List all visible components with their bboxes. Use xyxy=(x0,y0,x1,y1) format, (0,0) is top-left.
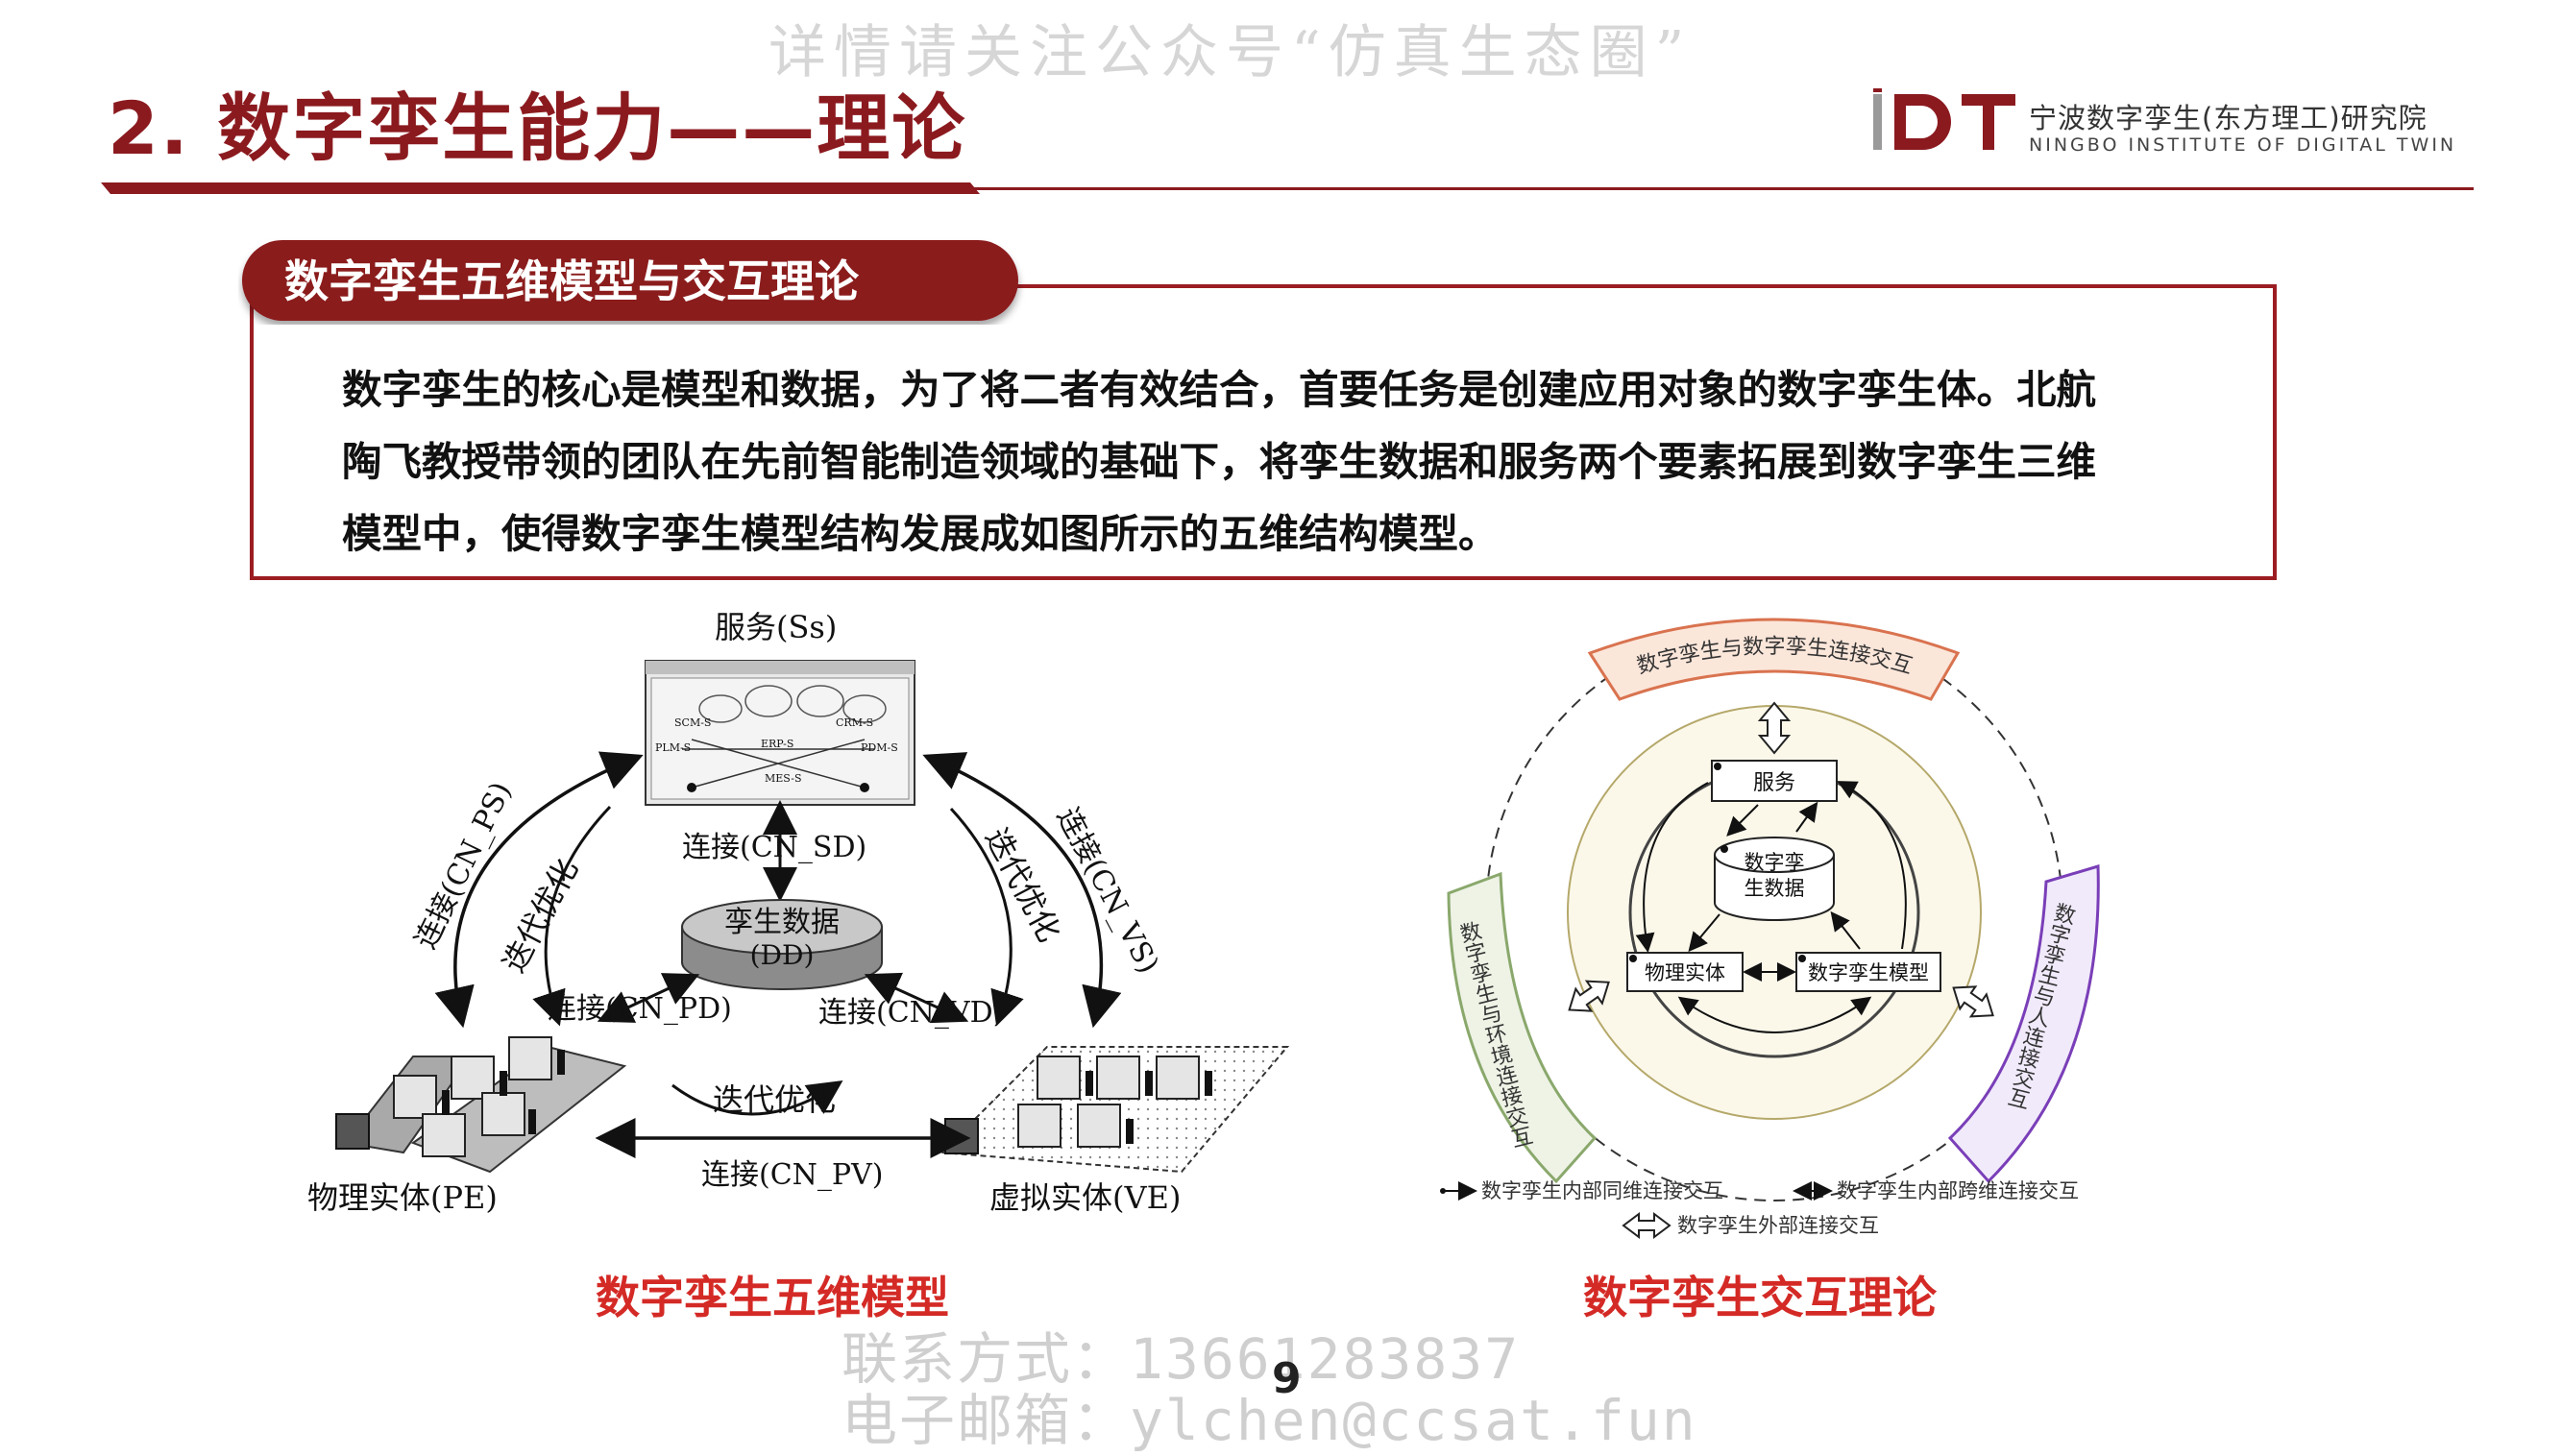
interaction-theory-diagram: 数字孪生与数字孪生连接交互 数字孪生与环境连接交互 数字孪生与人连接交互 服务 … xyxy=(1440,618,2100,1239)
header-rule xyxy=(970,187,2474,190)
intro-paragraph: 数字孪生的核心是模型和数据，为了将二者有效结合，首要任务是创建应用对象的数字孪生… xyxy=(342,353,2254,570)
contact-phone: 联系方式：13661283837 xyxy=(842,1326,1521,1392)
legend-external: 数字孪生外部连接交互 xyxy=(1677,1214,1879,1237)
service-label: 服务(Ss) xyxy=(715,609,837,645)
idt-logo-icon xyxy=(1873,88,2015,150)
screen-label: MES-S xyxy=(765,772,801,785)
interaction-theory-caption: 数字孪生交互理论 xyxy=(1583,1272,1937,1323)
screen-label: CRM-S xyxy=(836,716,873,729)
iter-bottom-label: 迭代优化 xyxy=(713,1081,836,1118)
service-screen: SCM-S CRM-S PLM-S ERP-S PDM-S MES-S xyxy=(645,660,915,806)
watermark-top: 详情请关注公众号“仿真生态圈” xyxy=(769,19,1693,86)
paragraph-line: 陶飞教授带领的团队在先前智能制造领域的基础下，将孪生数据和服务两个要素拓展到数字… xyxy=(342,438,2097,485)
legend-cross: 数字孪生内部跨维连接交互 xyxy=(1837,1179,2079,1202)
twin-data-cylinder: 孪生数据 (DD) xyxy=(681,899,883,990)
model-box-label: 数字孪生模型 xyxy=(1808,961,1929,984)
cn-sd-label: 连接(CN_SD) xyxy=(682,831,866,864)
virtual-entity-platform xyxy=(939,1046,1290,1174)
section-heading-pill xyxy=(242,240,1018,321)
service-box-label: 服务 xyxy=(1753,771,1795,795)
paragraph-line: 数字孪生的核心是模型和数据，为了将二者有效结合，首要任务是创建应用对象的数字孪生… xyxy=(342,366,2097,413)
cn-pv-label: 连接(CN_PV) xyxy=(701,1158,883,1192)
cn-vs-label: 连接(CN_VS) xyxy=(1050,802,1165,979)
screen-label: SCM-S xyxy=(674,716,711,729)
pe-label: 物理实体(PE) xyxy=(307,1179,498,1216)
section-heading: 数字孪生五维模型与交互理论 xyxy=(284,255,859,307)
center-data-cylinder: 数字孪 生数据 xyxy=(1714,837,1835,921)
legend-hollow-arrow-icon xyxy=(1622,1212,1671,1239)
five-dim-model-diagram: 服务(Ss) SCM-S CRM-S PLM-S ERP-S PDM-S MES… xyxy=(307,609,1290,1216)
service-box xyxy=(1711,760,1838,802)
model-box xyxy=(1795,952,1941,992)
page-number: 9 xyxy=(1272,1354,1302,1403)
contact-email: 电子邮箱：ylchen@ccsat.fun xyxy=(842,1388,1697,1453)
title-underline xyxy=(101,182,980,194)
screen-label: PDM-S xyxy=(861,741,898,754)
physical-box-label: 物理实体 xyxy=(1645,961,1725,984)
dd-label-line2: (DD) xyxy=(750,939,815,971)
physical-entity-platform xyxy=(335,1036,627,1174)
cn-pd-label: 连接(CN_PD) xyxy=(548,992,732,1026)
external-arrow-left xyxy=(1568,980,1610,1012)
five-dim-model-caption: 数字孪生五维模型 xyxy=(596,1272,949,1323)
external-arrow-top xyxy=(1757,701,1792,755)
center-label-line2: 生数据 xyxy=(1745,877,1805,900)
legend-intra: 数字孪生内部同维连接交互 xyxy=(1481,1179,1723,1202)
screen-label: PLM-S xyxy=(655,741,691,754)
center-label-line1: 数字孪 xyxy=(1745,851,1805,874)
screen-label: ERP-S xyxy=(761,738,793,750)
ve-label: 虚拟实体(VE) xyxy=(989,1179,1181,1216)
page-title: 2. 数字孪生能力——理论 xyxy=(108,85,967,171)
paragraph-line: 模型中，使得数字孪生模型结构发展成如图所示的五维结构模型。 xyxy=(342,510,1499,557)
content-box xyxy=(250,284,2277,580)
physical-box xyxy=(1626,952,1744,992)
cn-ps-label: 连接(CN_PS) xyxy=(409,777,519,955)
cn-vd-label: 连接(CN_VD) xyxy=(818,996,1004,1030)
iter-left-label: 迭代优化 xyxy=(496,853,586,979)
org-name-en: NINGBO INSTITUTE OF DIGITAL TWIN xyxy=(2029,134,2457,156)
external-arrow-right xyxy=(1952,985,1994,1018)
dd-label-line1: 孪生数据 xyxy=(724,906,840,939)
org-name-cn: 宁波数字孪生(东方理工)研究院 xyxy=(2029,102,2428,134)
